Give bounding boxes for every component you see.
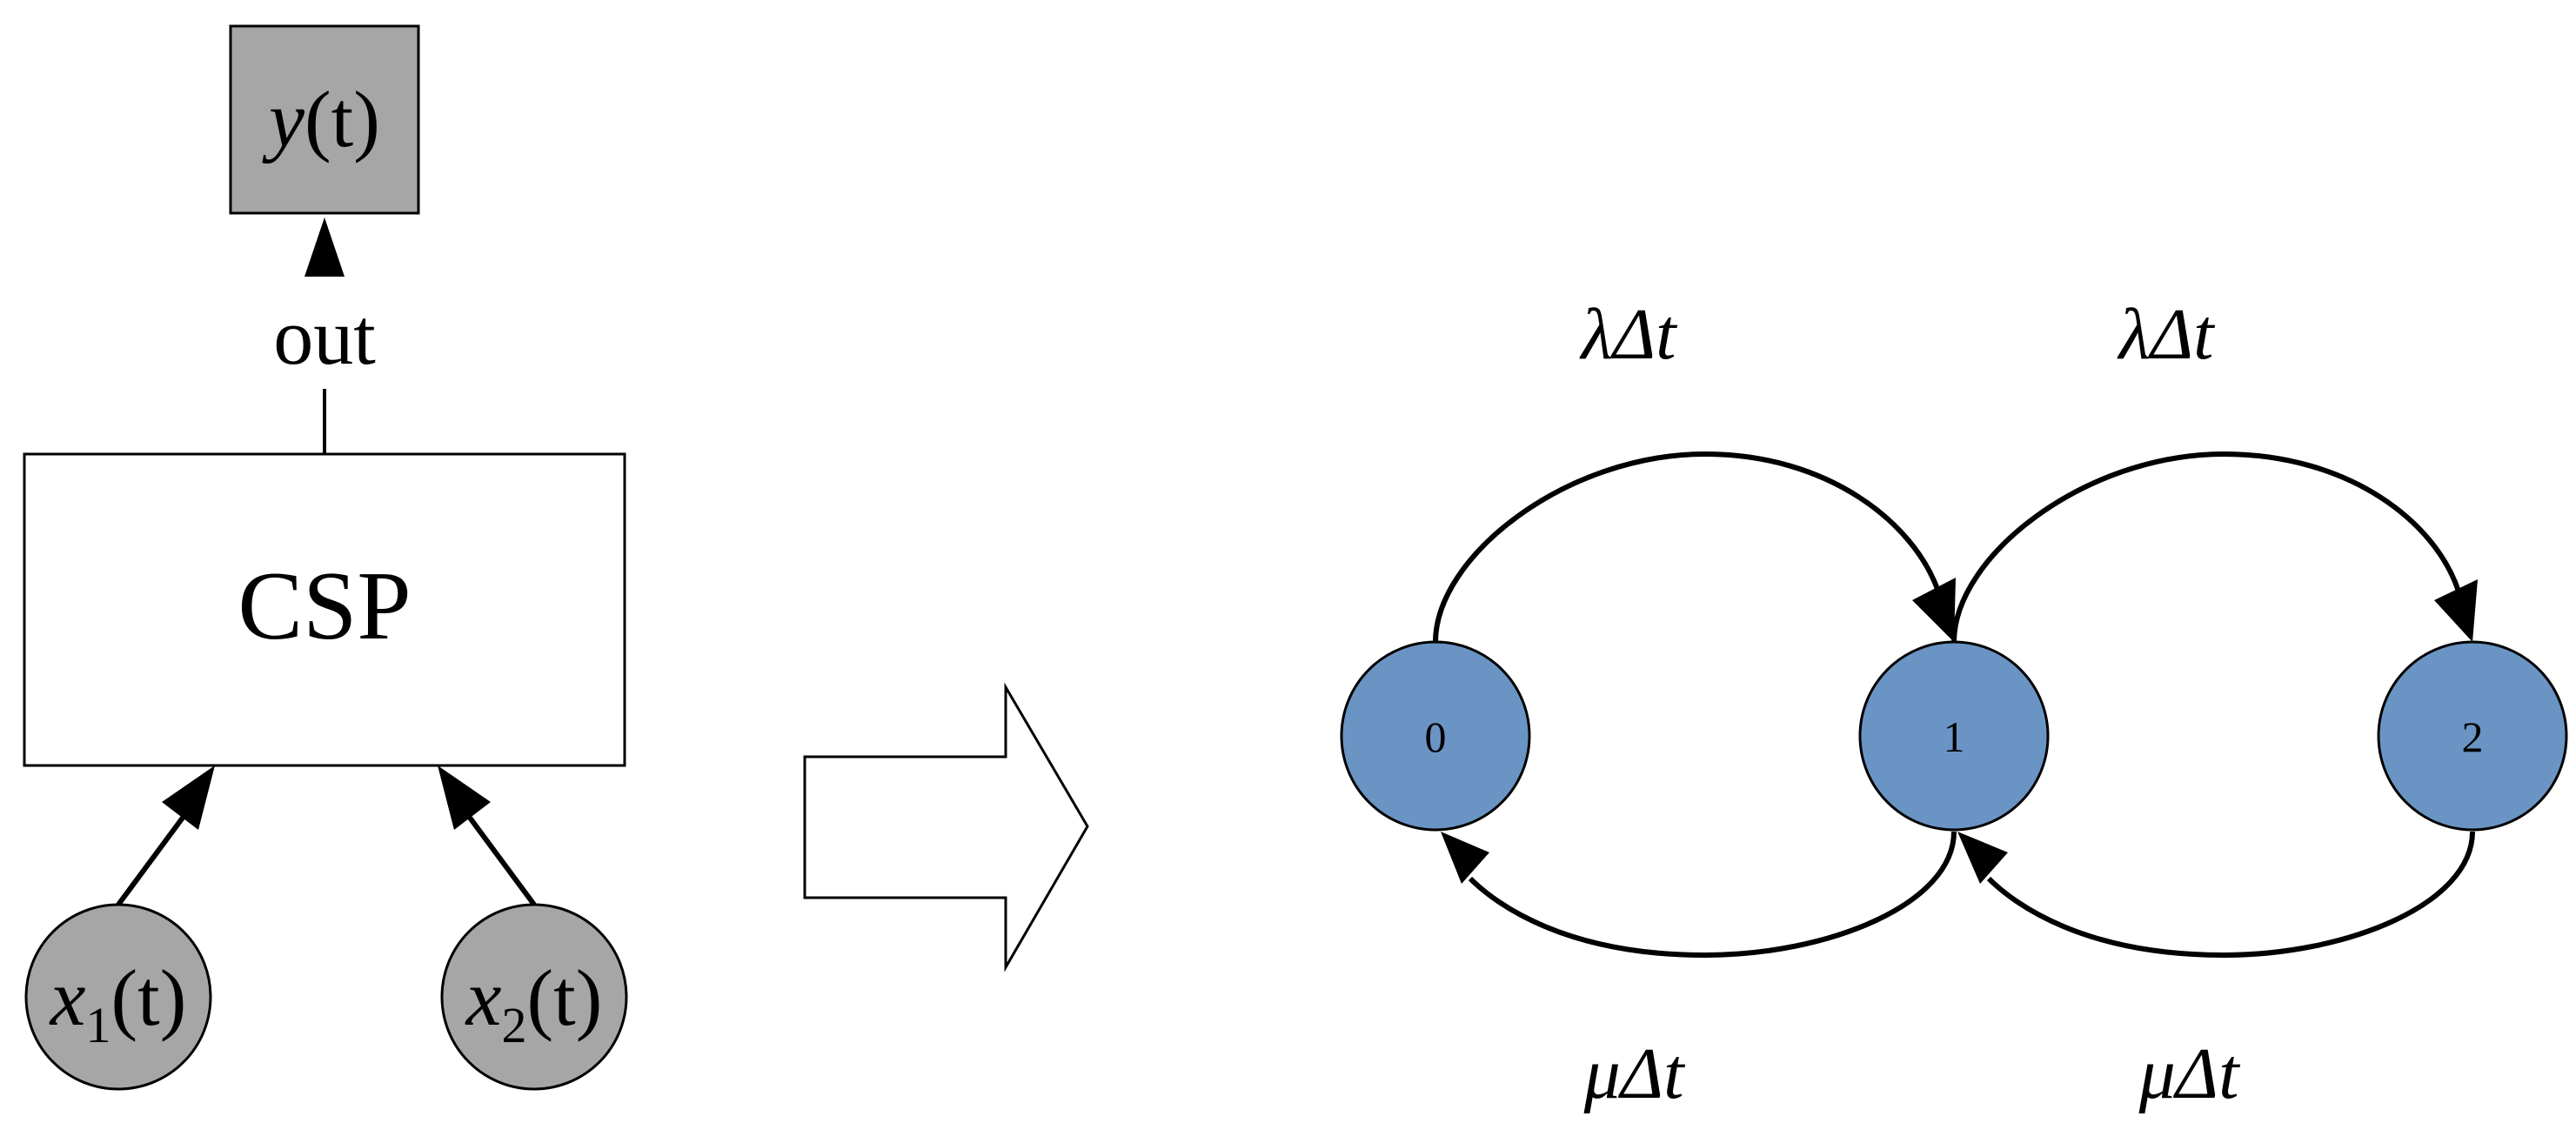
rate-1-0-label: μΔt bbox=[1583, 1033, 1686, 1114]
csp-box bbox=[23, 452, 626, 767]
transition-1-2-arc bbox=[1951, 451, 2461, 643]
input-2-node bbox=[440, 903, 628, 1091]
rate-1-2-label: λΔt bbox=[2116, 294, 2216, 375]
block-arrow-right-icon bbox=[803, 682, 1089, 973]
input-1-arrow-shaft bbox=[116, 816, 185, 906]
transition-0-1-arc bbox=[1433, 451, 1941, 643]
output-box bbox=[229, 24, 420, 215]
state-2-node bbox=[2377, 640, 2568, 832]
transition-2-1-arc bbox=[1986, 831, 2475, 959]
transition-2-1-arrow-head bbox=[1957, 832, 2008, 884]
output-arrow-head bbox=[304, 217, 345, 277]
csp-model: y(t) out CSP x1(t) x2(t) bbox=[23, 24, 628, 1091]
transition-1-2-arrow-head bbox=[2434, 579, 2478, 642]
state-0-label: 0 bbox=[1425, 712, 1447, 761]
state-1-node bbox=[1858, 640, 2050, 832]
input-2-label: x2(t) bbox=[465, 953, 603, 1053]
markov-chain: 0 1 2 λΔt λΔt μΔt μΔt bbox=[1340, 294, 2568, 1114]
output-label: y(t) bbox=[262, 75, 380, 164]
input-2-arrow-head bbox=[438, 765, 491, 830]
state-2-label: 2 bbox=[2462, 712, 2484, 761]
transition-1-0-arrow-head bbox=[1441, 832, 1489, 884]
input-1-node bbox=[24, 903, 212, 1091]
transition-0-1-arrow-head bbox=[1912, 578, 1956, 642]
state-1-label: 1 bbox=[1944, 712, 1965, 761]
csp-label: CSP bbox=[238, 552, 411, 660]
state-0-node bbox=[1340, 640, 1531, 832]
input-1-label: x1(t) bbox=[49, 953, 187, 1053]
input-2-arrow-shaft bbox=[467, 816, 537, 906]
rate-2-1-label: μΔt bbox=[2138, 1033, 2241, 1114]
rate-0-1-label: λΔt bbox=[1578, 294, 1678, 375]
input-1-arrow-head bbox=[162, 765, 215, 830]
out-label: out bbox=[273, 292, 376, 381]
transition-1-0-arc bbox=[1468, 831, 1957, 959]
